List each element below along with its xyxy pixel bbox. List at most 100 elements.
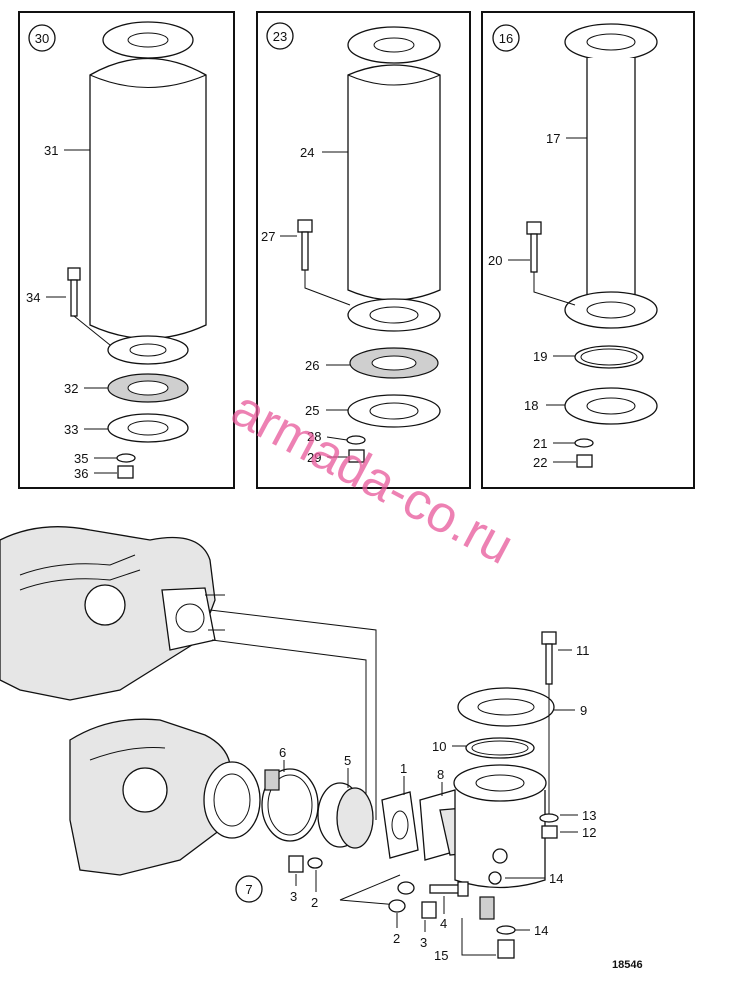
pipe-17	[586, 58, 636, 301]
label-27: 27	[261, 229, 275, 244]
label-32: 32	[64, 381, 78, 396]
label-28: 28	[307, 429, 321, 444]
nut-3a	[288, 855, 304, 873]
label-25: 25	[305, 403, 319, 418]
panel-30: 30 31 34 32 33 35 36	[18, 11, 235, 489]
label-5: 5	[344, 753, 351, 768]
leader-28	[326, 436, 348, 441]
bolt-20-leader	[533, 272, 576, 306]
washer-13	[539, 813, 559, 823]
bolt-20-shank	[530, 233, 538, 273]
nut-12	[541, 825, 558, 839]
housing-flange-bore	[475, 774, 525, 792]
bolt-27-head	[297, 219, 313, 233]
label-8: 8	[437, 767, 444, 782]
label-12: 12	[582, 825, 596, 840]
gasket-32-bore	[127, 380, 169, 396]
leader-bundle	[339, 874, 401, 906]
washer-14	[496, 925, 516, 935]
label-22: 22	[533, 455, 547, 470]
label-21: 21	[533, 436, 547, 451]
label-2a: 2	[311, 895, 318, 910]
panel-16-badge: 16	[499, 31, 513, 46]
label-14a: 14	[549, 871, 563, 886]
route-line-2	[211, 639, 367, 830]
muffler-24-rim	[347, 74, 441, 86]
label-15: 15	[434, 948, 448, 963]
washer-35	[116, 453, 136, 463]
muffler-31	[89, 57, 207, 340]
label-17: 17	[546, 131, 560, 146]
housing	[454, 790, 546, 889]
label-13: 13	[582, 808, 596, 823]
elbow-fitting	[479, 896, 495, 920]
flange-18-bore	[586, 397, 636, 415]
nut-22	[576, 454, 593, 468]
label-34: 34	[26, 290, 40, 305]
gasket-19-bore	[580, 348, 638, 366]
flange-9-bore	[477, 698, 535, 716]
label-35: 35	[74, 451, 88, 466]
nut-3b	[421, 901, 437, 919]
bolt-27-leader	[304, 270, 351, 306]
label-1: 1	[400, 761, 407, 776]
assembly-7-badge: 7	[245, 882, 252, 897]
washer-21	[574, 438, 594, 448]
label-2b: 2	[393, 931, 400, 946]
muffler-31-rim	[89, 74, 207, 88]
label-9: 9	[580, 703, 587, 718]
bolt-4	[429, 884, 461, 894]
bolt-34-shank	[70, 279, 78, 317]
engine-upper-pipe	[19, 554, 136, 576]
flange-25-bore	[369, 402, 419, 420]
label-31: 31	[44, 143, 58, 158]
flange-33-bore	[127, 420, 169, 436]
panel-16: 16 17 20 19 18 21 22	[481, 11, 695, 489]
label-6: 6	[279, 745, 286, 760]
engine-upper-pipe-2	[19, 569, 141, 591]
gasket-26-bore	[371, 355, 417, 371]
bolt-20-head	[526, 221, 542, 235]
label-10: 10	[432, 739, 446, 754]
panel-30-badge: 30	[35, 31, 49, 46]
exhaust-flange-upper-bore	[175, 603, 205, 633]
panel-30-badge-circle	[28, 24, 56, 52]
top-flange-16-bore	[586, 33, 636, 51]
washer-2a	[307, 857, 323, 869]
bolt-11-head	[541, 631, 557, 645]
bolt-27-shank	[301, 231, 309, 271]
label-24: 24	[300, 145, 314, 160]
panel-23-badge-circle	[266, 22, 294, 50]
gasket-1-bore	[391, 810, 409, 840]
nut-36	[117, 465, 134, 479]
label-11: 11	[576, 643, 590, 658]
panel-23: 23 24 27 26 25 28 29	[256, 11, 471, 489]
gasket-10-bore	[471, 740, 529, 756]
nut-29	[348, 449, 365, 463]
muffler-24	[347, 64, 441, 301]
label-36: 36	[74, 466, 88, 481]
turbo-upper	[84, 584, 126, 626]
label-3a: 3	[290, 889, 297, 904]
assembly-7-badge-circle	[235, 875, 263, 903]
leader-15	[461, 918, 496, 956]
top-flange-23-bore	[373, 37, 415, 53]
flange-23-a-bore	[369, 306, 419, 324]
bellows-5-rear	[336, 787, 374, 849]
panel-23-badge: 23	[273, 29, 287, 44]
flange-16-a-bore	[586, 301, 636, 319]
clamp-6-tensioner	[264, 769, 280, 791]
turbo-lower	[122, 767, 168, 813]
label-3b: 3	[420, 935, 427, 950]
label-14b: 14	[534, 923, 548, 938]
bolt-34-leader	[73, 315, 111, 346]
bolt-34-head	[67, 267, 81, 281]
label-19: 19	[533, 349, 547, 364]
label-29: 29	[307, 450, 321, 465]
bolt-4-head	[457, 881, 469, 897]
top-flange-30-bore	[127, 32, 169, 48]
housing-port	[492, 848, 508, 864]
washer-2b	[388, 899, 406, 913]
plug-15	[497, 939, 515, 959]
